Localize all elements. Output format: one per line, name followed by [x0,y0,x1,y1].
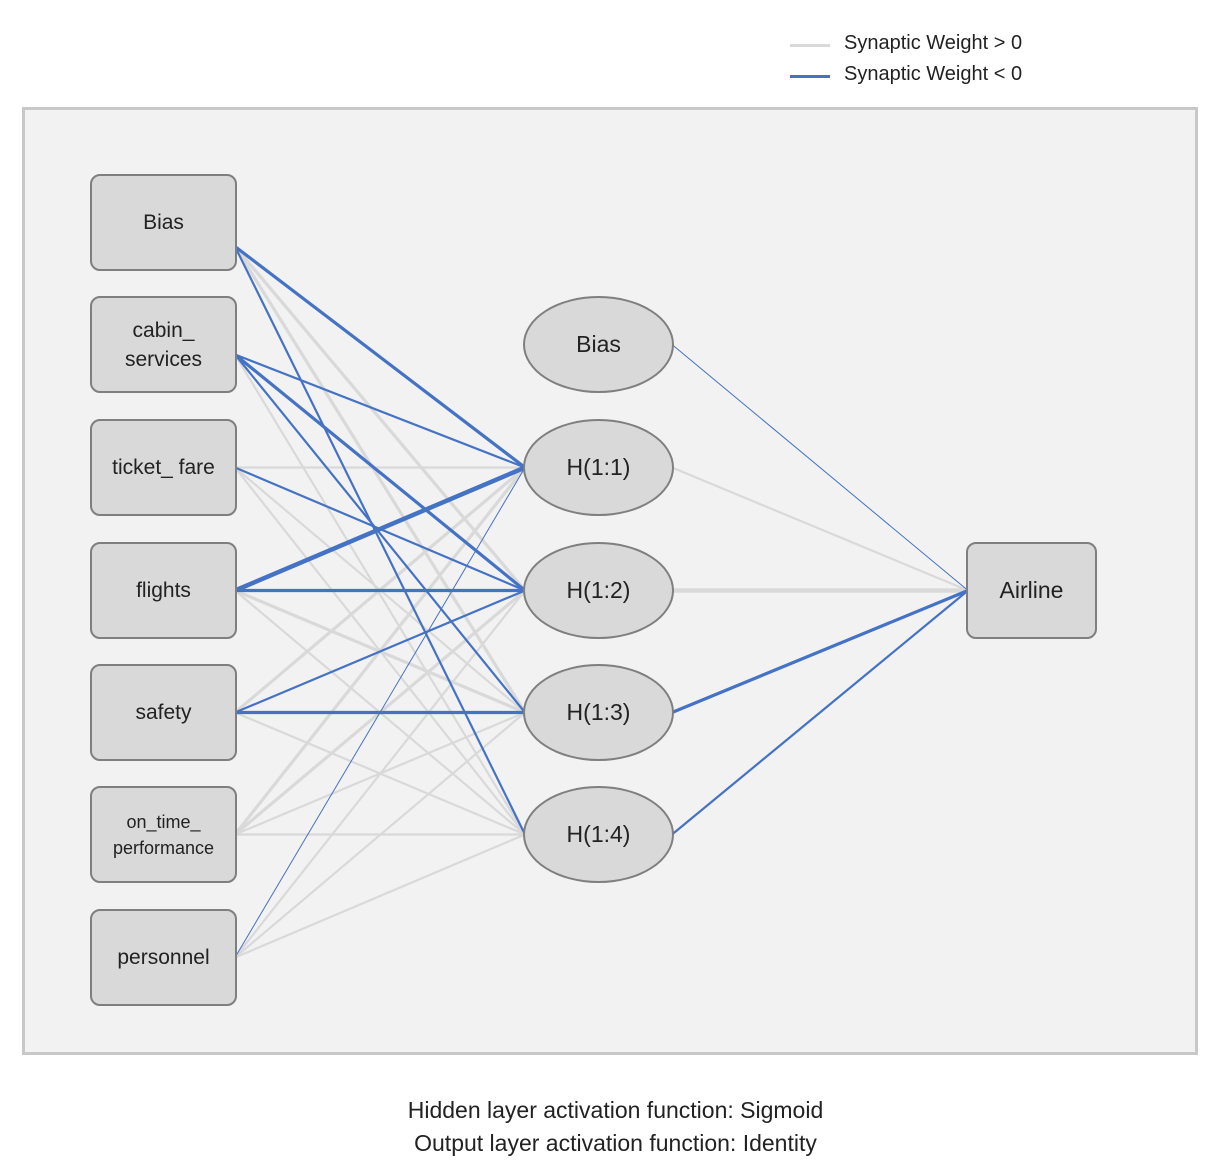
hidden-node-h13: H(1:3) [523,664,674,761]
input-node-flights: flights [90,542,237,639]
connection-personnel-to-h-1-4- [233,833,527,959]
hidden-node-h13-label: H(1:3) [566,699,631,725]
connection-flights-to-h-1-1- [232,465,528,593]
input-node-cabin-services-label-1: cabin_ [132,318,195,342]
connection-cabin-services-to-h-1-2- [233,352,527,593]
input-node-cabin-services-label-2: services [124,347,203,371]
output-activation-text: Output layer activation function: Identi… [414,1130,817,1156]
input-node-bias-label: Bias [143,210,184,234]
input-node-safety-label: safety [135,700,192,724]
input-node-flights-label: flights [136,578,191,602]
hidden-node-h14-label: H(1:4) [566,821,631,847]
connection-bias-to-h-1-2- [233,244,527,593]
connection-h-1-4--to-airline [670,589,970,836]
input-node-safety: safety [90,664,237,761]
connection-bias-to-airline [671,344,969,591]
connection-cabin-services-to-h-1-3- [233,353,527,714]
connection-cabin-services-to-h-1-1- [233,353,527,469]
connection-bias-to-h-1-3- [233,244,527,715]
hidden-node-h11: H(1:1) [523,419,674,516]
connection-bias-to-h-1-4- [233,245,527,836]
legend-positive-swatch [790,44,830,47]
hidden-node-h11-label: H(1:1) [566,454,631,480]
legend-negative-label: Synaptic Weight < 0 [844,63,1023,85]
legend-negative: Synaptic Weight < 0 [790,61,1090,92]
hidden-node-bias-label: Bias [576,331,621,357]
connection-personnel-to-h-1-1- [234,467,526,958]
input-node-bias: Bias [90,174,237,271]
output-node-airline: Airline [966,542,1097,639]
hidden-node-h12-label: H(1:2) [566,577,631,603]
legend-positive-label: Synaptic Weight > 0 [844,32,1023,54]
input-node-personnel-label: personnel [117,945,210,969]
input-node-personnel: personnel [90,909,237,1006]
input-node-ticket-fare-label: ticket_ fare [112,455,215,479]
hidden-node-bias: Bias [523,296,674,393]
connection-h-1-3--to-airline [670,588,970,715]
input-node-on-time-performance: on_time_ performance [90,786,237,883]
legend-negative-swatch [790,75,830,78]
hidden-node-h12: H(1:2) [523,542,674,639]
connection-personnel-to-h-1-3- [233,711,527,959]
connection-cabin-services-to-h-1-4- [233,353,527,836]
legend-positive: Synaptic Weight > 0 [790,30,1090,61]
legend: Synaptic Weight > 0 Synaptic Weight < 0 [790,30,1090,92]
connection-bias-to-h-1-1- [233,244,527,470]
hidden-activation-text: Hidden layer activation function: Sigmoi… [407,1097,824,1123]
output-node-airline-label: Airline [999,577,1064,603]
connection-personnel-to-h-1-2- [233,589,527,959]
connection-safety-to-h-1-2- [233,589,527,714]
input-node-ticket-fare: ticket_ fare [90,419,237,516]
hidden-node-h14: H(1:4) [523,786,674,883]
connection-h-1-1--to-airline [670,466,970,592]
input-node-on-time-performance-label-1: on_time_ [126,811,201,832]
input-node-cabin-services: cabin_ services [90,296,237,393]
input-node-on-time-performance-label-2: performance [112,837,215,858]
